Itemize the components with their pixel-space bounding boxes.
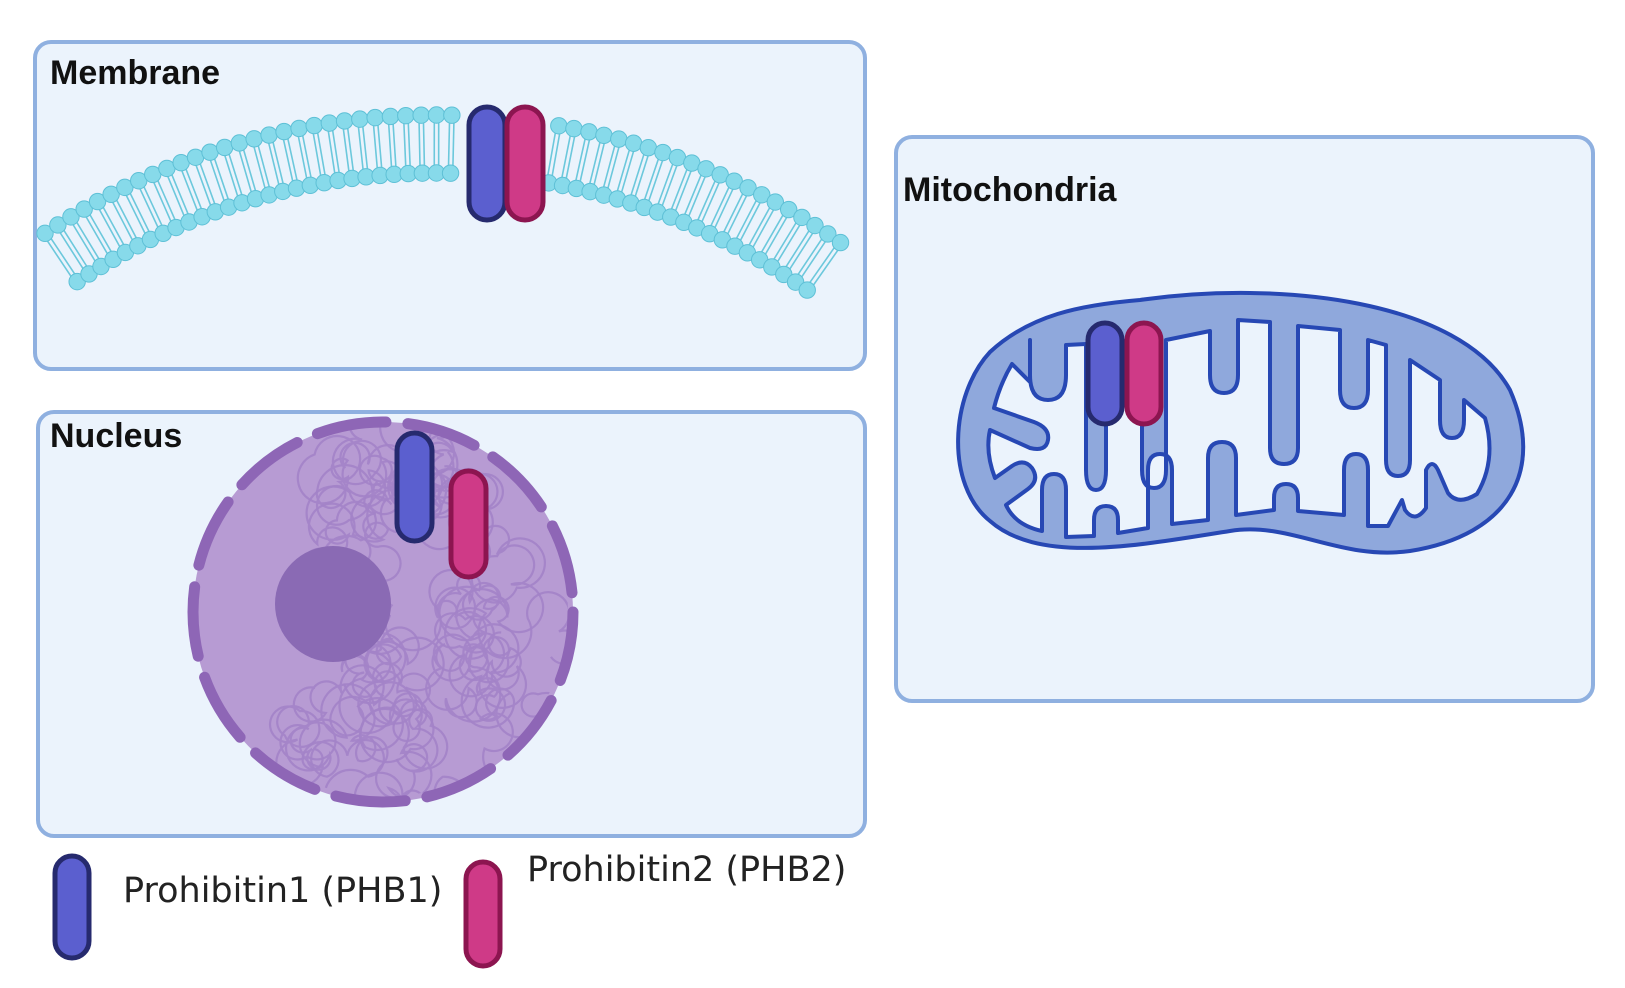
phb2-membrane: [504, 104, 546, 223]
mitochondria-phb-complex: [1085, 320, 1164, 427]
phb1-membrane: [466, 104, 508, 223]
nucleus-phb-complex: [394, 430, 489, 580]
nucleus-panel: Nucleus: [36, 410, 867, 838]
phb1-legend-label: Prohibitin1 (PHB1): [123, 871, 442, 911]
nucleolus: [275, 546, 391, 662]
membrane-panel-title: Membrane: [50, 54, 220, 92]
membrane-panel-frame: [33, 40, 867, 371]
phb2-legend-label: Prohibitin2 (PHB2): [527, 850, 846, 890]
phb2-legend-swatch: [463, 859, 503, 969]
phb1-mitochondria: [1085, 320, 1125, 427]
legend-item-phb1: Prohibitin1 (PHB1): [52, 853, 442, 961]
lipid-bilayer: [36, 106, 850, 299]
phb2-nucleus: [448, 468, 489, 580]
nucleus-panel-title: Nucleus: [50, 417, 182, 455]
legend: Prohibitin1 (PHB1) Prohibitin2 (PHB2): [52, 850, 846, 969]
membrane-panel: Membrane: [33, 40, 867, 371]
phb1-nucleus: [394, 430, 435, 544]
phb2-mitochondria: [1124, 320, 1164, 427]
legend-item-phb2: Prohibitin2 (PHB2): [463, 850, 846, 969]
membrane-phb-complex: [466, 104, 546, 223]
mitochondria-panel-title: Mitochondria: [903, 171, 1118, 209]
mitochondria-panel: Mitochondria: [894, 135, 1595, 703]
nuclear-envelope: [187, 416, 579, 808]
phb1-legend-swatch: [52, 853, 92, 961]
